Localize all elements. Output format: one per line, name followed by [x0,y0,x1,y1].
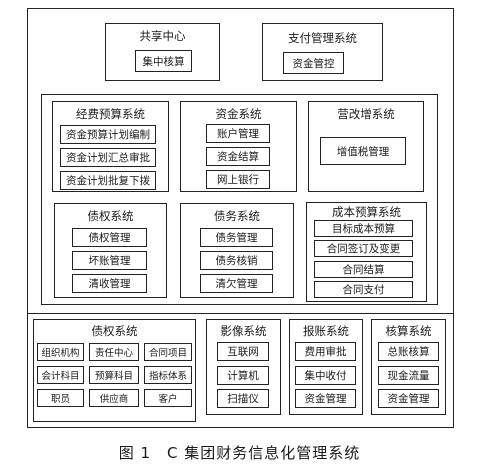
creditor-system-title: 债权系统 [87,209,134,223]
budget-item-2: 资金计划汇总审批 [60,148,156,167]
bottom-creditor-item-9: 客户 [144,389,192,407]
bottom-creditor-item-3: 合同项目 [144,343,192,361]
reimburse-item-3: 资金管理 [295,389,356,408]
bottom-creditor-item-5: 预算科目 [89,366,139,384]
image-item-1: 互联网 [217,342,269,361]
bottom-creditor-title: 债权系统 [91,324,138,338]
reimburse-item-2: 集中收付 [295,366,356,385]
funds-item-1: 账户管理 [206,124,270,143]
bottom-creditor-item-6: 指标体系 [144,366,192,384]
payment-system-title: 支付管理系统 [288,31,357,45]
bottom-creditor-item-1: 组织机构 [37,343,84,361]
accounting-system-title: 核算系统 [385,324,432,338]
creditor-item-1: 债权管理 [72,228,147,247]
bottom-creditor-item-7: 职员 [37,389,84,407]
creditor-item-3: 清收管理 [72,274,147,293]
vat-item-1: 增值税管理 [320,137,406,165]
bottom-creditor-item-2: 责任中心 [89,343,139,361]
funds-item-2: 资金结算 [206,147,270,166]
budget-system-title: 经费预算系统 [76,107,145,121]
cost-item-4: 合同支付 [314,281,413,298]
cost-item-3: 合同结算 [314,261,413,278]
image-item-2: 计算机 [217,366,269,385]
payment-system-item: 资金管控 [283,52,344,74]
bottom-creditor-item-4: 会计科目 [37,366,84,384]
image-item-3: 扫描仪 [217,389,269,408]
cost-budget-title: 成本预算系统 [332,205,401,219]
shared-center-item: 集中核算 [135,50,192,72]
vat-system-title: 营改增系统 [337,107,395,121]
accounting-item-1: 总账核算 [378,342,439,361]
creditor-item-2: 坏账管理 [72,251,147,270]
figure-caption: 图 1 C 集团财务信息化管理系统 [118,444,361,462]
reimburse-system-title: 报账系统 [303,324,349,338]
bottom-creditor-item-8: 供应商 [89,389,139,407]
funds-system-title: 资金系统 [215,107,262,121]
budget-item-3: 资金计划批复下拨 [60,171,156,190]
debt-system-title: 债务系统 [214,209,260,223]
debt-item-1: 债务管理 [200,228,273,247]
funds-item-3: 网上银行 [206,170,270,189]
cost-item-2: 合同签订及变更 [314,240,413,257]
accounting-item-3: 资金管理 [378,389,439,408]
image-system-title: 影像系统 [220,324,267,338]
cost-item-1: 目标成本预算 [314,220,413,237]
debt-item-3: 清欠管理 [200,274,273,293]
accounting-item-2: 现金流量 [378,366,439,385]
shared-center-title: 共享中心 [139,29,186,43]
budget-item-1: 资金预算计划编制 [60,125,156,144]
reimburse-item-1: 费用审批 [295,342,356,361]
debt-item-2: 债务核销 [200,251,273,270]
